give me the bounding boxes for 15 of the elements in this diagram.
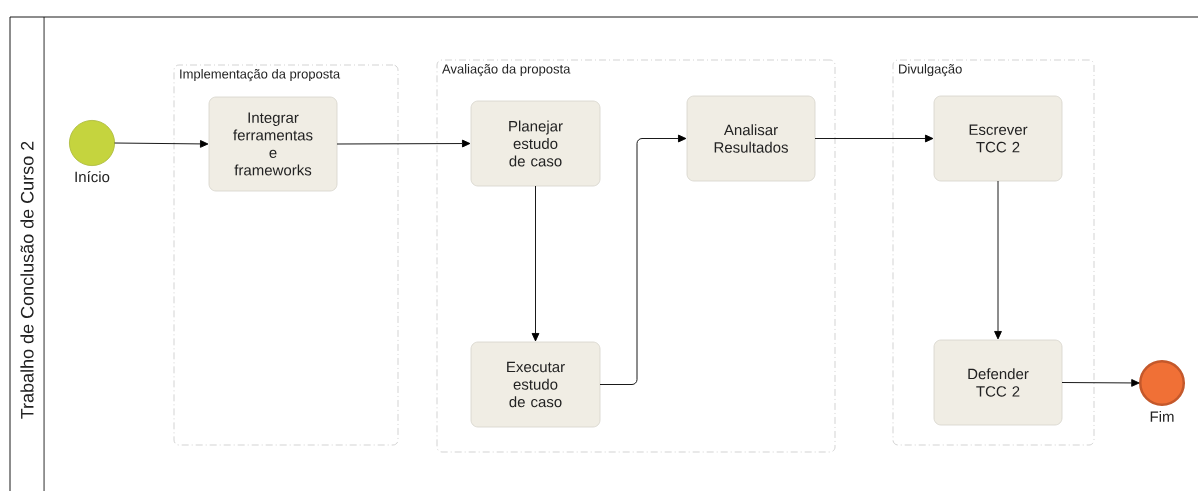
arrow <box>531 185 540 342</box>
task-box: Planejar estudo de caso <box>470 100 601 187</box>
task-box: Analisar Resultados <box>686 95 816 182</box>
node-label: Início <box>75 171 110 183</box>
node-label: Fim <box>1150 411 1174 422</box>
arrow <box>814 134 934 143</box>
task-box: Defender TCC 2 <box>933 339 1063 426</box>
arrow <box>114 140 209 148</box>
task-box: Executar estudo de caso <box>470 341 601 428</box>
arrow <box>994 180 1002 340</box>
arrow <box>599 134 687 385</box>
arrow <box>336 139 471 148</box>
task-box: Escrever TCC 2 <box>933 95 1063 182</box>
arrow <box>1061 379 1140 387</box>
task-box: Integrar ferramentas e frameworks <box>208 96 338 192</box>
